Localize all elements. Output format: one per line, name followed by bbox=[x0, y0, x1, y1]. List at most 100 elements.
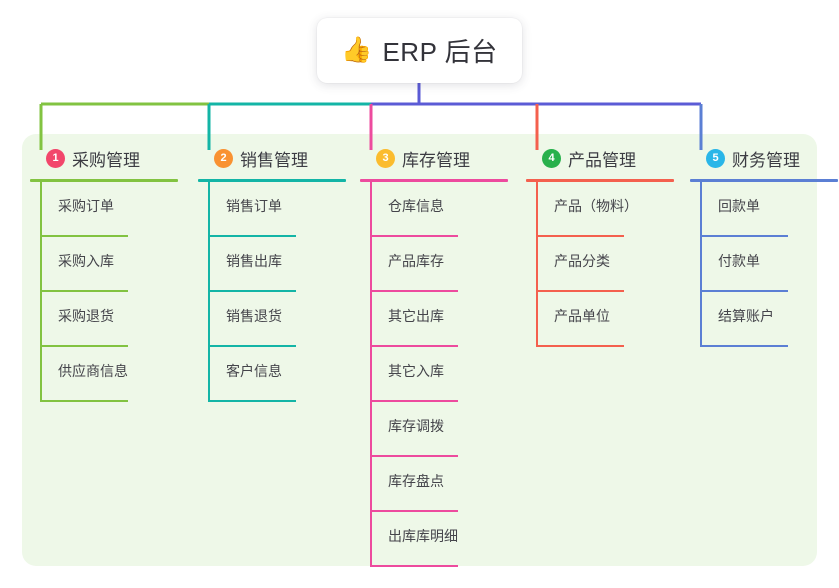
list-item-label: 销售出库 bbox=[226, 253, 282, 269]
column-procurement: 1 采购管理采购订单采购入库采购退货供应商信息 bbox=[30, 146, 190, 402]
column-items-procurement: 采购订单采购入库采购退货供应商信息 bbox=[30, 182, 190, 402]
list-item-underline bbox=[370, 290, 458, 292]
list-item-underline bbox=[40, 345, 128, 347]
column-title-inventory: 库存管理 bbox=[402, 150, 470, 170]
list-item-underline bbox=[208, 235, 296, 237]
column-badge-product: 4 bbox=[542, 148, 561, 168]
column-items-sales: 销售订单销售出库销售退货客户信息 bbox=[198, 182, 358, 402]
column-header-product[interactable]: 4 产品管理 bbox=[526, 146, 686, 170]
column-title-procurement: 采购管理 bbox=[72, 150, 140, 170]
list-item-label: 库存调拨 bbox=[388, 418, 444, 434]
column-header-finance[interactable]: 5 财务管理 bbox=[690, 146, 839, 170]
list-item-underline bbox=[208, 290, 296, 292]
list-item[interactable]: 销售退货 bbox=[198, 292, 358, 347]
list-item[interactable]: 销售订单 bbox=[198, 182, 358, 237]
list-item-underline bbox=[40, 235, 128, 237]
column-underline-procurement bbox=[30, 179, 178, 182]
list-item[interactable]: 库存调拨 bbox=[360, 402, 520, 457]
column-trunk-procurement bbox=[40, 182, 42, 402]
list-item-label: 产品单位 bbox=[554, 308, 610, 324]
list-item-label: 采购入库 bbox=[58, 253, 114, 269]
column-title-sales: 销售管理 bbox=[240, 150, 308, 170]
column-underline-product bbox=[526, 179, 674, 182]
list-item[interactable]: 其它入库 bbox=[360, 347, 520, 402]
column-items-product: 产品（物料） 产品分类产品单位 bbox=[526, 182, 686, 347]
column-inventory: 3 库存管理仓库信息产品库存其它出库其它入库库存调拨库存盘点出库库明细 bbox=[360, 146, 520, 567]
list-item-underline bbox=[370, 565, 458, 567]
column-finance: 5 财务管理回款单付款单结算账户 bbox=[690, 146, 839, 347]
list-item-underline bbox=[40, 290, 128, 292]
list-item-label: 库存盘点 bbox=[388, 473, 444, 489]
column-underline-sales bbox=[198, 179, 346, 182]
list-item-label: 销售订单 bbox=[226, 198, 282, 214]
list-item-underline bbox=[370, 455, 458, 457]
column-badge-sales: 2 bbox=[214, 148, 233, 168]
list-item[interactable]: 产品（物料） bbox=[526, 182, 686, 237]
list-item-label: 出库库明细 bbox=[388, 528, 458, 544]
list-item-underline bbox=[370, 510, 458, 512]
list-item[interactable]: 库存盘点 bbox=[360, 457, 520, 512]
list-item[interactable]: 产品库存 bbox=[360, 237, 520, 292]
list-item[interactable]: 产品分类 bbox=[526, 237, 686, 292]
list-item-label: 供应商信息 bbox=[58, 363, 128, 379]
list-item-label: 回款单 bbox=[718, 198, 760, 214]
column-underline-finance bbox=[690, 179, 838, 182]
list-item-underline bbox=[40, 400, 128, 402]
list-item[interactable]: 仓库信息 bbox=[360, 182, 520, 237]
list-item-underline bbox=[208, 400, 296, 402]
list-item-label: 产品（物料） bbox=[554, 198, 638, 214]
list-item[interactable]: 结算账户 bbox=[690, 292, 839, 347]
list-item-label: 采购订单 bbox=[58, 198, 114, 214]
list-item[interactable]: 回款单 bbox=[690, 182, 839, 237]
list-item-label: 其它入库 bbox=[388, 363, 444, 379]
list-item-label: 客户信息 bbox=[226, 363, 282, 379]
list-item[interactable]: 供应商信息 bbox=[30, 347, 190, 402]
column-badge-procurement: 1 bbox=[46, 148, 65, 168]
list-item[interactable]: 采购退货 bbox=[30, 292, 190, 347]
column-items-finance: 回款单付款单结算账户 bbox=[690, 182, 839, 347]
list-item-label: 其它出库 bbox=[388, 308, 444, 324]
list-item[interactable]: 客户信息 bbox=[198, 347, 358, 402]
diagram-panel bbox=[22, 134, 817, 566]
list-item-underline bbox=[370, 235, 458, 237]
root-node-title: ERP 后台 bbox=[382, 37, 498, 67]
list-item-underline bbox=[370, 345, 458, 347]
column-trunk-sales bbox=[208, 182, 210, 402]
list-item-label: 付款单 bbox=[718, 253, 760, 269]
list-item[interactable]: 采购入库 bbox=[30, 237, 190, 292]
list-item[interactable]: 采购订单 bbox=[30, 182, 190, 237]
list-item-underline bbox=[700, 290, 788, 292]
list-item-underline bbox=[208, 345, 296, 347]
column-trunk-product bbox=[536, 182, 538, 347]
list-item[interactable]: 产品单位 bbox=[526, 292, 686, 347]
list-item-underline bbox=[536, 345, 624, 347]
root-node-card[interactable]: 👍 ERP 后台 bbox=[317, 18, 522, 83]
list-item-underline bbox=[370, 400, 458, 402]
column-product: 4 产品管理产品（物料） 产品分类产品单位 bbox=[526, 146, 686, 347]
column-header-inventory[interactable]: 3 库存管理 bbox=[360, 146, 520, 170]
list-item[interactable]: 其它出库 bbox=[360, 292, 520, 347]
list-item-label: 产品库存 bbox=[388, 253, 444, 269]
column-title-product: 产品管理 bbox=[568, 150, 636, 170]
list-item[interactable]: 出库库明细 bbox=[360, 512, 520, 567]
list-item-underline bbox=[536, 290, 624, 292]
column-header-procurement[interactable]: 1 采购管理 bbox=[30, 146, 190, 170]
column-sales: 2 销售管理销售订单销售出库销售退货客户信息 bbox=[198, 146, 358, 402]
list-item-underline bbox=[700, 345, 788, 347]
column-header-sales[interactable]: 2 销售管理 bbox=[198, 146, 358, 170]
column-trunk-finance bbox=[700, 182, 702, 347]
list-item[interactable]: 付款单 bbox=[690, 237, 839, 292]
thumbs-up-icon: 👍 bbox=[341, 36, 373, 64]
list-item[interactable]: 销售出库 bbox=[198, 237, 358, 292]
list-item-underline bbox=[536, 235, 624, 237]
column-title-finance: 财务管理 bbox=[732, 150, 800, 170]
list-item-label: 销售退货 bbox=[226, 308, 282, 324]
list-item-label: 产品分类 bbox=[554, 253, 610, 269]
list-item-label: 采购退货 bbox=[58, 308, 114, 324]
column-badge-inventory: 3 bbox=[376, 148, 395, 168]
column-trunk-inventory bbox=[370, 182, 372, 567]
column-items-inventory: 仓库信息产品库存其它出库其它入库库存调拨库存盘点出库库明细 bbox=[360, 182, 520, 567]
list-item-label: 结算账户 bbox=[718, 308, 774, 324]
list-item-underline bbox=[700, 235, 788, 237]
column-badge-finance: 5 bbox=[706, 148, 725, 168]
